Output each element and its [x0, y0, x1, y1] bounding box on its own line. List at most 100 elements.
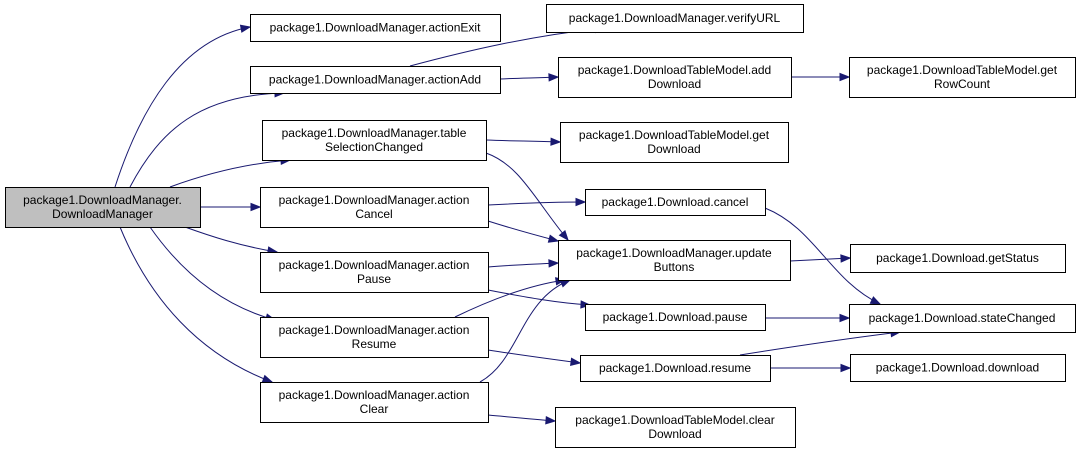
node-actionExit[interactable]: package1.DownloadManager.actionExit — [250, 14, 501, 42]
node-box — [558, 57, 792, 98]
arrowhead-icon — [548, 73, 560, 82]
node-label: package1.DownloadManager.table — [282, 126, 467, 140]
arrowhead-icon — [839, 72, 851, 82]
edge-updateButtons-to-getStatus — [789, 254, 852, 263]
edge-DownloadManager-to-actionPause — [184, 226, 279, 255]
edge-line — [454, 279, 566, 318]
node-label: Download — [647, 142, 700, 156]
arrowhead-icon — [558, 229, 569, 242]
node-label: package1.DownloadManager.verifyURL — [569, 11, 781, 25]
node-tableSelectionChanged[interactable]: package1.DownloadManager.tableSelectionC… — [262, 120, 487, 161]
edge-line — [764, 207, 881, 305]
node-box — [850, 244, 1066, 273]
node-label: package1.DownloadTableModel.add — [578, 63, 771, 77]
edge-line — [487, 349, 581, 364]
node-label: package1.Download.stateChanged — [869, 311, 1056, 325]
node-verifyURL[interactable]: package1.DownloadManager.verifyURL — [546, 4, 804, 33]
node-stateChanged[interactable]: package1.Download.stateChanged — [849, 304, 1076, 333]
edge-cancel-to-stateChanged — [764, 207, 882, 305]
arrowhead-icon — [239, 24, 252, 33]
node-pause[interactable]: package1.Download.pause — [585, 304, 766, 331]
edge-DownloadManager-to-actionClear — [119, 226, 274, 383]
arrowhead-icon — [548, 259, 560, 268]
edge-line — [129, 92, 285, 188]
node-label: package1.DownloadManager. — [23, 193, 182, 207]
arrowhead-icon — [545, 416, 557, 425]
edge-actionPause-to-updateButtons — [487, 259, 560, 268]
edge-line — [487, 201, 586, 206]
node-box — [262, 120, 487, 161]
node-label: package1.DownloadManager.action — [279, 323, 470, 337]
edge-pause-to-stateChanged — [765, 313, 851, 323]
nodes: package1.DownloadManager.DownloadManager… — [5, 4, 1076, 448]
node-box — [850, 354, 1066, 382]
edge-line — [149, 226, 276, 321]
node-label: package1.DownloadManager.action — [279, 258, 470, 272]
node-box — [260, 317, 489, 358]
node-box — [250, 66, 501, 94]
node-label: package1.Download.download — [876, 361, 1039, 375]
node-box — [580, 355, 771, 382]
edge-DownloadManager-to-tableSelectionChanged — [169, 156, 292, 188]
edge-resume-to-download — [770, 363, 852, 373]
edge-line — [487, 262, 559, 268]
node-actionAdd[interactable]: package1.DownloadManager.actionAdd — [250, 66, 501, 94]
arrowhead-icon — [550, 137, 562, 146]
node-box — [546, 4, 804, 33]
node-label: Resume — [352, 337, 397, 351]
node-label: package1.Download.getStatus — [876, 251, 1039, 265]
node-box — [849, 57, 1076, 98]
node-label: package1.DownloadTableModel.get — [867, 63, 1058, 77]
node-label: Cancel — [355, 207, 392, 221]
node-label: Download — [648, 427, 701, 441]
node-DownloadManager[interactable]: package1.DownloadManager.DownloadManager — [5, 187, 201, 228]
edge-line — [169, 159, 291, 188]
node-box — [558, 240, 791, 281]
edge-line — [485, 139, 561, 143]
arrowhead-icon — [575, 197, 587, 207]
node-download[interactable]: package1.Download.download — [850, 354, 1066, 382]
edge-actionCancel-to-updateButtons — [487, 220, 560, 243]
edge-line — [184, 226, 278, 253]
edge-actionClear-to-clearDownload — [487, 414, 557, 425]
node-label: package1.DownloadManager.action — [279, 388, 470, 402]
arrowhead-icon — [261, 374, 274, 383]
edge-actionPause-to-pause — [487, 289, 592, 309]
node-box — [585, 189, 766, 216]
edge-resume-to-stateChanged — [739, 328, 902, 356]
arrowhead-icon — [840, 363, 852, 373]
node-label: package1.DownloadManager.actionAdd — [269, 73, 481, 87]
node-label: package1.Download.pause — [603, 310, 748, 324]
edge-addDownload-to-getRowCount — [790, 72, 851, 82]
arrowhead-icon — [547, 234, 560, 243]
edge-tableSelectionChanged-to-updateButtons — [485, 152, 569, 242]
edge-line — [119, 226, 273, 383]
node-label: DownloadManager — [52, 207, 153, 221]
node-box — [5, 187, 201, 228]
edge-line — [487, 220, 559, 242]
node-cancel[interactable]: package1.Download.cancel — [585, 189, 766, 216]
edge-DownloadManager-to-actionResume — [149, 226, 277, 322]
node-label: package1.DownloadManager.update — [576, 246, 772, 260]
edge-line — [485, 152, 569, 241]
edge-DownloadManager-to-actionAdd — [129, 88, 286, 188]
node-label: SelectionChanged — [325, 140, 423, 154]
edge-actionAdd-to-addDownload — [499, 73, 560, 82]
edge-line — [487, 414, 556, 422]
node-box — [260, 382, 489, 423]
node-clearDownload[interactable]: package1.DownloadTableModel.clearDownloa… — [555, 407, 796, 448]
node-resume[interactable]: package1.Download.resume — [580, 355, 771, 382]
node-getStatus[interactable]: package1.Download.getStatus — [850, 244, 1066, 273]
edge-line — [114, 26, 251, 188]
arrowhead-icon — [570, 357, 582, 366]
